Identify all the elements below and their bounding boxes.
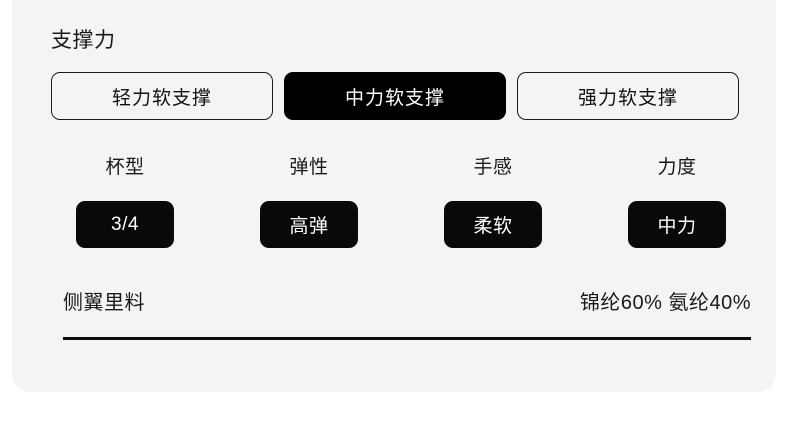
material-row: 侧翼里料 锦纶60% 氨纶40%: [63, 288, 751, 318]
section-divider: [63, 337, 751, 340]
attribute-cell-strength: 力度 中力: [603, 155, 751, 248]
attribute-value-elasticity[interactable]: 高弹: [260, 201, 358, 248]
page-title: 支撑力: [51, 29, 116, 52]
attribute-value-cup-type[interactable]: 3/4: [76, 201, 174, 248]
support-spec-card: 支撑力 轻力软支撑 中力软支撑 强力软支撑 杯型 3/4 弹性 高弹 手感 柔软…: [12, 0, 776, 392]
support-option-light[interactable]: 轻力软支撑: [51, 72, 273, 120]
support-option-light-label: 轻力软支撑: [111, 87, 212, 109]
material-label: 侧翼里料: [63, 292, 145, 314]
attribute-label-cup-type: 杯型: [105, 157, 145, 178]
attribute-label-elasticity: 弹性: [289, 157, 329, 178]
attribute-cell-cup-type: 杯型 3/4: [51, 155, 199, 248]
attribute-cell-feel: 手感 柔软: [419, 155, 567, 248]
attribute-label-feel: 手感: [473, 157, 513, 178]
support-force-option-group: 轻力软支撑 中力软支撑 强力软支撑: [51, 71, 739, 121]
support-option-strong[interactable]: 强力软支撑: [517, 72, 739, 120]
attribute-label-strength: 力度: [657, 157, 697, 178]
support-option-medium[interactable]: 中力软支撑: [284, 72, 506, 120]
material-value: 锦纶60% 氨纶40%: [579, 292, 751, 314]
support-option-strong-label: 强力软支撑: [577, 87, 678, 109]
support-option-medium-label: 中力软支撑: [344, 87, 445, 109]
attribute-cell-elasticity: 弹性 高弹: [235, 155, 383, 248]
attribute-grid: 杯型 3/4 弹性 高弹 手感 柔软 力度 中力: [51, 155, 751, 251]
attribute-value-strength[interactable]: 中力: [628, 201, 726, 248]
attribute-value-feel[interactable]: 柔软: [444, 201, 542, 248]
